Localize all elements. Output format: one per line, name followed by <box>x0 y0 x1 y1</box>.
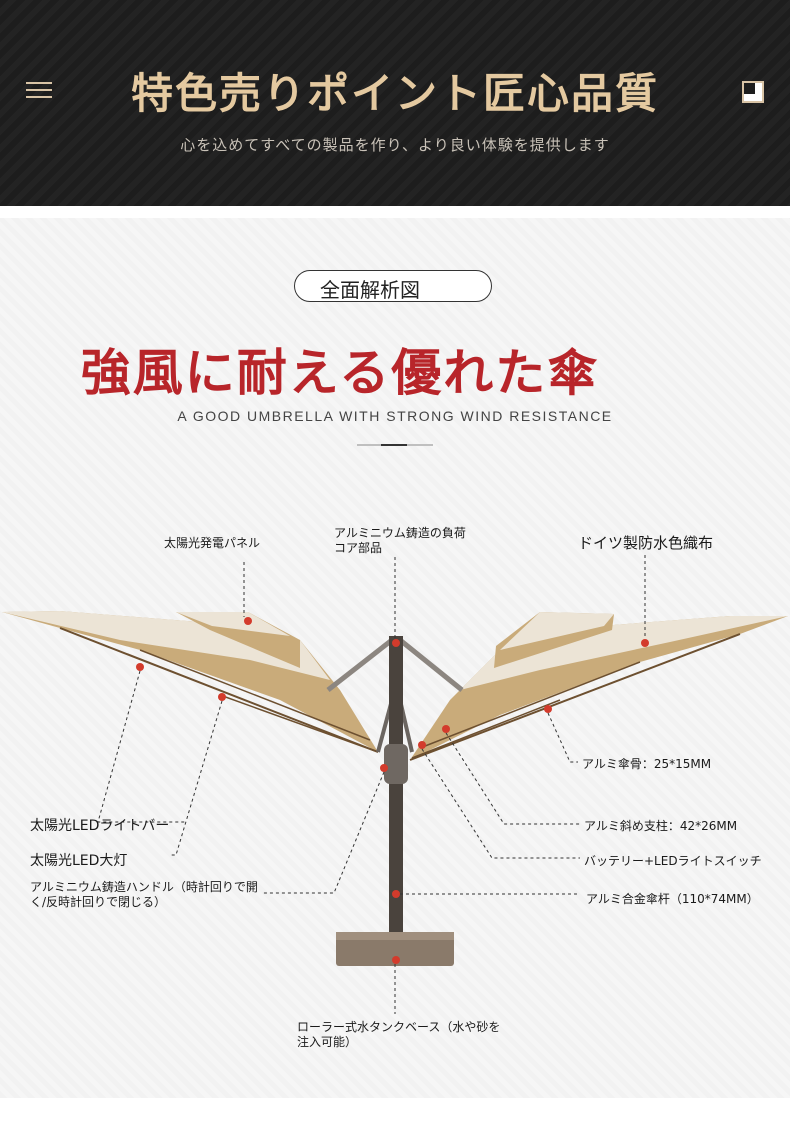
section-divider <box>357 444 433 446</box>
left-canopy <box>2 611 379 753</box>
label-rib: アルミ傘骨：25*15MM <box>582 757 712 771</box>
label-solar-panel: 太陽光発電パネル <box>164 536 261 550</box>
header-banner: 特色売りポイント匠心品質 心を込めてすべての製品を作り、より良い体験を提供します <box>0 0 790 206</box>
label-pole: アルミ合金傘杆（110*74MM） <box>586 892 759 906</box>
label-fabric: ドイツ製防水色織布 <box>578 534 714 552</box>
banner-subtitle: 心を込めてすべての製品を作り、より良い体験を提供します <box>180 136 610 154</box>
label-handle: アルミニウム鋳造ハンドル（時計回りで開く/反時計回りで閉じる） <box>30 880 258 909</box>
pole <box>389 636 403 936</box>
label-aluminum-core: アルミニウム鋳造の負荷コア部品 <box>334 526 466 555</box>
right-canopy <box>409 612 788 761</box>
section-subheadline: A GOOD UMBRELLA WITH STRONG WIND RESISTA… <box>177 408 613 424</box>
label-led-lamp: 太陽光LED大灯 <box>30 853 128 869</box>
label-battery-switch: バッテリー+LEDライトスイッチ <box>584 854 762 868</box>
water-tank-base <box>336 932 454 966</box>
label-led-bar: 太陽光LEDライトバー <box>30 818 170 834</box>
label-strut: アルミ斜め支柱：42*26MM <box>584 819 738 833</box>
menu-icon[interactable] <box>26 80 52 100</box>
section-tag-label: 全面解析図 <box>320 280 420 302</box>
label-base: ローラー式水タンクベース（水や砂を注入可能） <box>297 1020 501 1049</box>
banner-title: 特色売りポイント匠心品質 <box>130 69 659 118</box>
corner-icon[interactable] <box>742 81 764 103</box>
section-tag: 全面解析図 <box>294 270 492 302</box>
section-headline: 強風に耐える優れた傘 <box>80 344 600 402</box>
